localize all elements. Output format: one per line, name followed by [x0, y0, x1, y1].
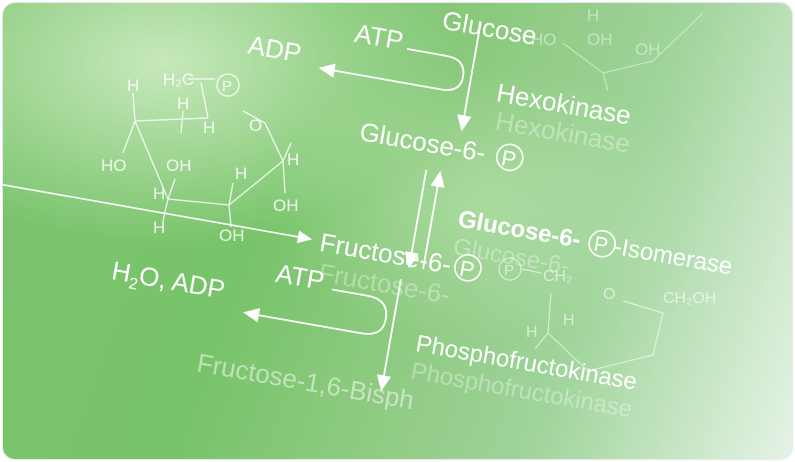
phosphate-icon [588, 229, 616, 258]
svg-text:OH: OH [219, 226, 245, 245]
pfk-arrows [242, 279, 402, 392]
svg-text:OH: OH [166, 156, 192, 175]
pathway-diagram: P H₂C H H H O HO OH H H H OH H OH HO OH … [3, 5, 735, 423]
svg-text:H: H [177, 94, 189, 113]
svg-text:HO: HO [531, 30, 557, 49]
adp-label-1: ADP [246, 30, 304, 69]
svg-text:O: O [249, 116, 262, 135]
svg-text:P: P [504, 262, 514, 279]
atp-label-2: ATP [274, 258, 327, 296]
fructose-bisphosphate-label: Fructose-1,6-Bisph [195, 347, 417, 415]
svg-text:H: H [235, 164, 247, 183]
svg-text:H: H [287, 150, 299, 169]
svg-text:H: H [127, 76, 139, 95]
isomerase-arrows [404, 169, 445, 270]
h2o-adp-label: H2O, ADP [109, 255, 228, 308]
svg-text:O: O [603, 286, 615, 303]
svg-text:P: P [458, 256, 477, 283]
svg-text:P: P [499, 145, 518, 172]
svg-text:H₂C: H₂C [163, 70, 194, 89]
svg-text:P: P [222, 78, 232, 95]
svg-text:OH: OH [587, 30, 613, 49]
svg-text:H: H [153, 218, 165, 237]
svg-text:OH: OH [273, 196, 299, 215]
svg-text:H: H [153, 184, 165, 203]
svg-text:P: P [592, 233, 610, 258]
glycolysis-illustration: P H₂C H H H O HO OH H H H OH H OH HO OH … [3, 3, 792, 459]
phosphate-icon [216, 73, 240, 97]
svg-text:CH₂: CH₂ [543, 268, 572, 285]
phosphate-icon [454, 254, 482, 282]
glucose-label: Glucose [440, 5, 539, 51]
phosphate-icon [498, 257, 522, 281]
svg-text:H: H [563, 312, 575, 329]
atp-label-1: ATP [352, 18, 405, 56]
svg-text:H: H [203, 118, 215, 137]
pathway-text: Glucose ATP ADP Hexokinase Hexokinase Gl… [3, 5, 735, 423]
svg-text:CH₂OH: CH₂OH [663, 290, 716, 307]
phosphate-icon [495, 143, 524, 172]
glucose-6-p-label: Glucose-6- [357, 116, 487, 168]
svg-text:H: H [526, 324, 538, 341]
entry-arrow [3, 177, 313, 244]
right-ring-molecule: P CH₂ H H O CH₂OH [498, 257, 716, 372]
svg-text:H: H [587, 6, 599, 25]
svg-text:OH: OH [635, 40, 661, 59]
left-ring-molecule [122, 78, 292, 228]
svg-text:HO: HO [101, 156, 127, 175]
top-right-molecule: HO OH OH H [531, 6, 704, 92]
isomerase-suffix: -Isomerase [612, 233, 735, 280]
hexokinase-arrows [318, 23, 482, 132]
left-ring-labels: P H₂C H H H O HO OH H H H OH H OH [101, 70, 299, 245]
